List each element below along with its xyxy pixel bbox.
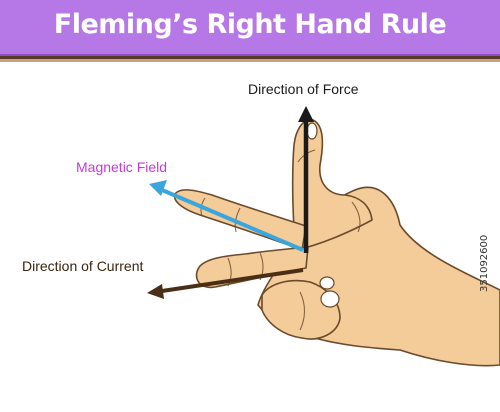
hand-illustration [147, 106, 500, 367]
magnetic-field-arrowhead [149, 180, 167, 196]
magnetic-field-label: Magnetic Field [76, 159, 168, 175]
magnetic-field-arrow [161, 188, 304, 252]
little-nail [319, 276, 335, 290]
divider-dark [0, 56, 500, 59]
ring-nail [320, 290, 340, 308]
force-arrowhead [298, 106, 314, 122]
curled-fingers [261, 279, 341, 340]
stock-image-id: 351092600 [479, 234, 490, 292]
thumb-nail [306, 122, 318, 140]
title-bar: Fleming’s Right Hand Rule [0, 0, 500, 56]
current-arrowhead [147, 284, 164, 299]
force-label: Direction of Force [248, 81, 359, 97]
thumb [291, 119, 373, 251]
current-label: Direction of Current [22, 258, 144, 274]
divider-light [0, 59, 500, 62]
page-title: Fleming’s Right Hand Rule [53, 9, 447, 40]
current-arrow [161, 268, 304, 293]
